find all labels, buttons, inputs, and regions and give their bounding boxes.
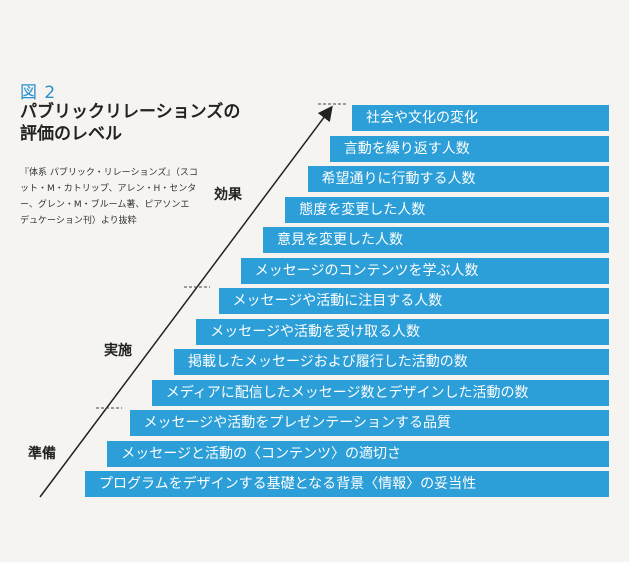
- step-bar: メッセージのコンテンツを学ぶ人数: [240, 257, 609, 284]
- step-bar: メディアに配信したメッセージ数とデザインした活動の数: [151, 379, 609, 406]
- step-bar: 言動を繰り返す人数: [329, 135, 609, 162]
- phase-label-execution: 実施: [104, 343, 132, 359]
- phase-label-preparation: 準備: [28, 446, 56, 462]
- step-bar: 社会や文化の変化: [352, 105, 609, 131]
- step-bar: 態度を変更した人数: [285, 196, 609, 223]
- step-bar: メッセージや活動をプレゼンテーションする品質: [129, 410, 609, 436]
- step-bar: 掲載したメッセージおよび履行した活動の数: [174, 349, 609, 375]
- step-bar: メッセージや活動に注目する人数: [218, 288, 609, 314]
- figure-source: 『体系 パブリック・リレーションズ』（スコット・M・カトリップ、アレン・H・セン…: [20, 168, 198, 226]
- figure-title: パブリックリレーションズの評価のレベル: [20, 102, 241, 144]
- figure-label: 図 2: [20, 83, 57, 103]
- step-bar: 希望通りに行動する人数: [307, 166, 609, 192]
- step-bar: メッセージと活動の〈コンテンツ〉の適切さ: [107, 440, 609, 467]
- step-bar: メッセージや活動を受け取る人数: [196, 318, 609, 345]
- step-bar: プログラムをデザインする基礎となる背景〈情報〉の妥当性: [85, 471, 609, 497]
- step-bar: 意見を変更した人数: [263, 227, 609, 253]
- phase-label-effect: 効果: [214, 187, 242, 203]
